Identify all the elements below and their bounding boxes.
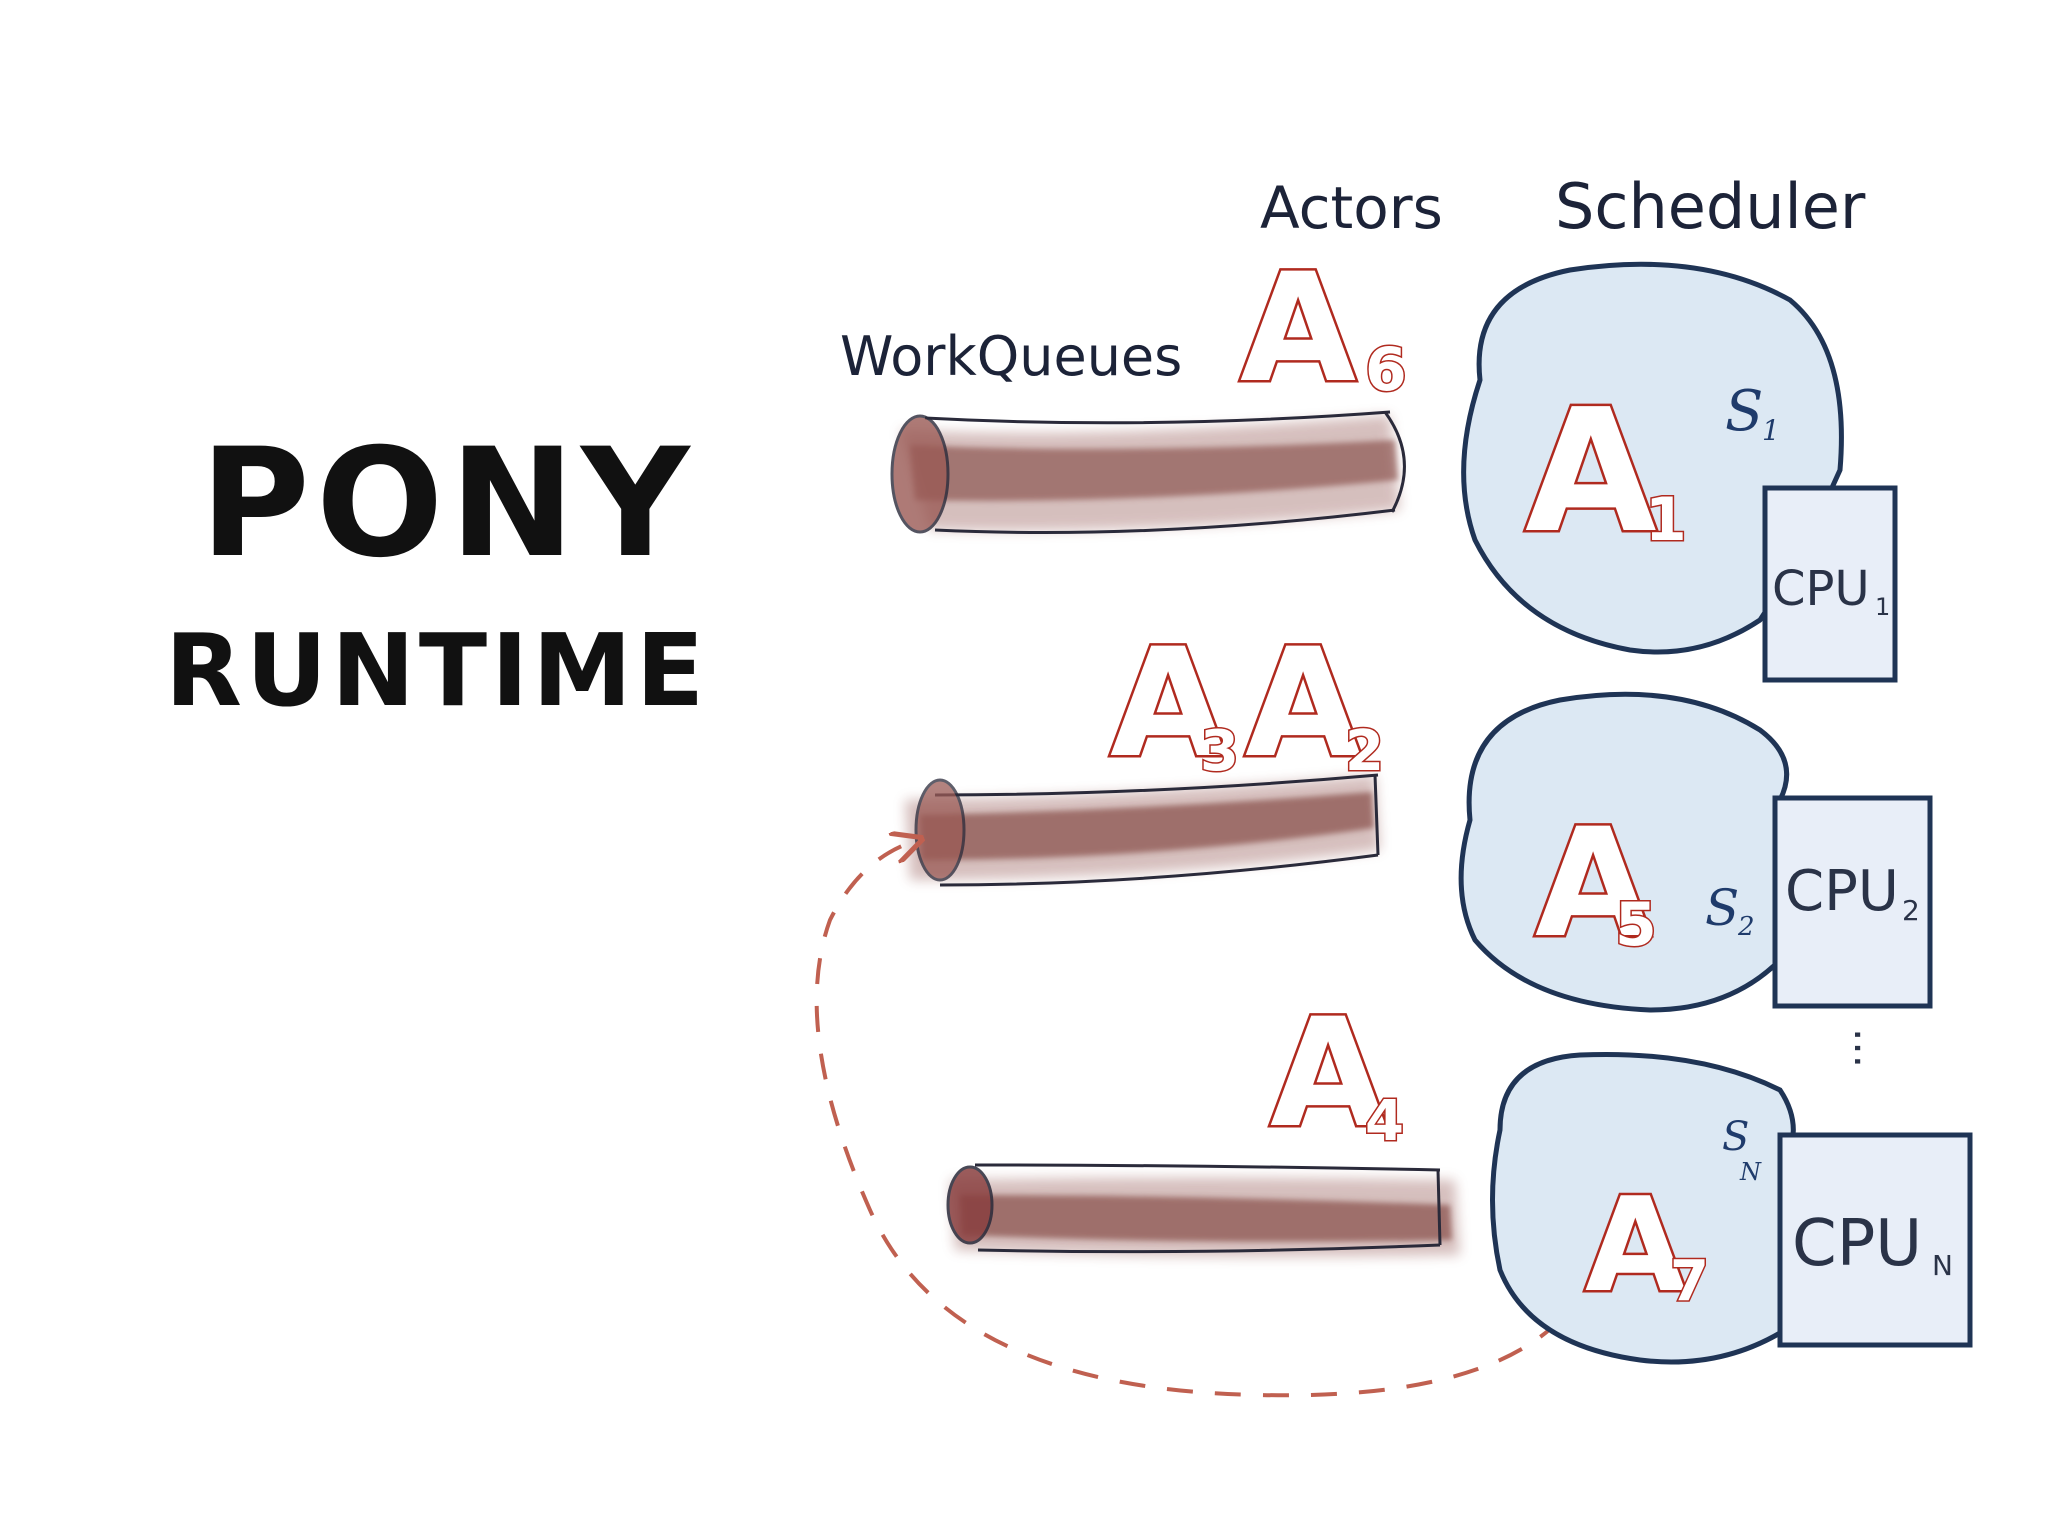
- cpu-sub-2: 2: [1902, 894, 1920, 927]
- actor-a5-sub: 5: [1615, 890, 1657, 960]
- scheduler-n: CPU N S N: [1490, 1051, 1973, 1365]
- scheduler-name-1: S: [1725, 379, 1763, 444]
- migration-arrow: [814, 842, 1562, 1398]
- actor-a4-sub: 4: [1365, 1089, 1404, 1154]
- actor-a1: A 1: [1523, 371, 1689, 574]
- actor-a6-letter: A: [1240, 242, 1356, 416]
- actor-a3: A 3: [1108, 615, 1241, 794]
- actor-a4-letter: A: [1270, 987, 1386, 1161]
- actor-a4: A 4: [1268, 985, 1406, 1164]
- actor-a2: A 2: [1243, 615, 1386, 794]
- scheduler-label: Scheduler: [1555, 170, 1866, 243]
- actor-a3-letter: A: [1110, 617, 1226, 791]
- cpu-label-1: CPU: [1772, 561, 1870, 617]
- scheduler-1: CPU 1 S 1: [1461, 261, 1898, 683]
- ellipsis-dots: ...: [1845, 1028, 1894, 1068]
- title-line-1: PONY: [200, 417, 696, 591]
- scheduler-sub-1: 1: [1762, 414, 1780, 447]
- actor-a5: A 5: [1533, 795, 1659, 974]
- workqueues-label: WorkQueues: [840, 325, 1182, 388]
- scheduler-2: CPU 2 S 2: [1458, 691, 1933, 1013]
- scheduler-name-2: S: [1705, 879, 1739, 937]
- actor-a1-letter: A: [1525, 373, 1657, 571]
- cpu-label-n: CPU: [1792, 1207, 1922, 1281]
- cpu-box-1: [1762, 485, 1898, 683]
- cpu-sub-1: 1: [1875, 593, 1890, 621]
- actor-a2-letter: A: [1245, 617, 1361, 791]
- work-queue-2: [905, 773, 1380, 887]
- actor-a2-sub: 2: [1345, 719, 1384, 784]
- actor-a1-sub: 1: [1645, 485, 1687, 555]
- actor-a5-letter: A: [1535, 797, 1651, 971]
- actors-label: Actors: [1260, 174, 1443, 242]
- actor-a7-sub: 7: [1670, 1249, 1709, 1314]
- cpu-sub-n: N: [1932, 1249, 1953, 1282]
- actor-a6: A 6: [1238, 240, 1409, 419]
- scheduler-name-n: S: [1722, 1114, 1749, 1160]
- actor-a7-letter: A: [1585, 1169, 1686, 1321]
- actor-a7: A 7: [1583, 1167, 1711, 1324]
- cpu-label-2: CPU: [1785, 859, 1899, 924]
- actor-a3-sub: 3: [1200, 719, 1239, 784]
- title-block: PONY RUNTIME: [165, 417, 708, 729]
- cpu-box-n: [1777, 1132, 1973, 1348]
- scheduler-sub-2: 2: [1737, 912, 1755, 942]
- scheduler-sub-n: N: [1739, 1158, 1762, 1186]
- title-line-2: RUNTIME: [165, 612, 708, 729]
- work-queue-1: [890, 410, 1406, 534]
- work-queue-3: [946, 1163, 1460, 1257]
- actor-a6-sub: 6: [1365, 335, 1407, 405]
- cpu-box-2: [1772, 795, 1933, 1009]
